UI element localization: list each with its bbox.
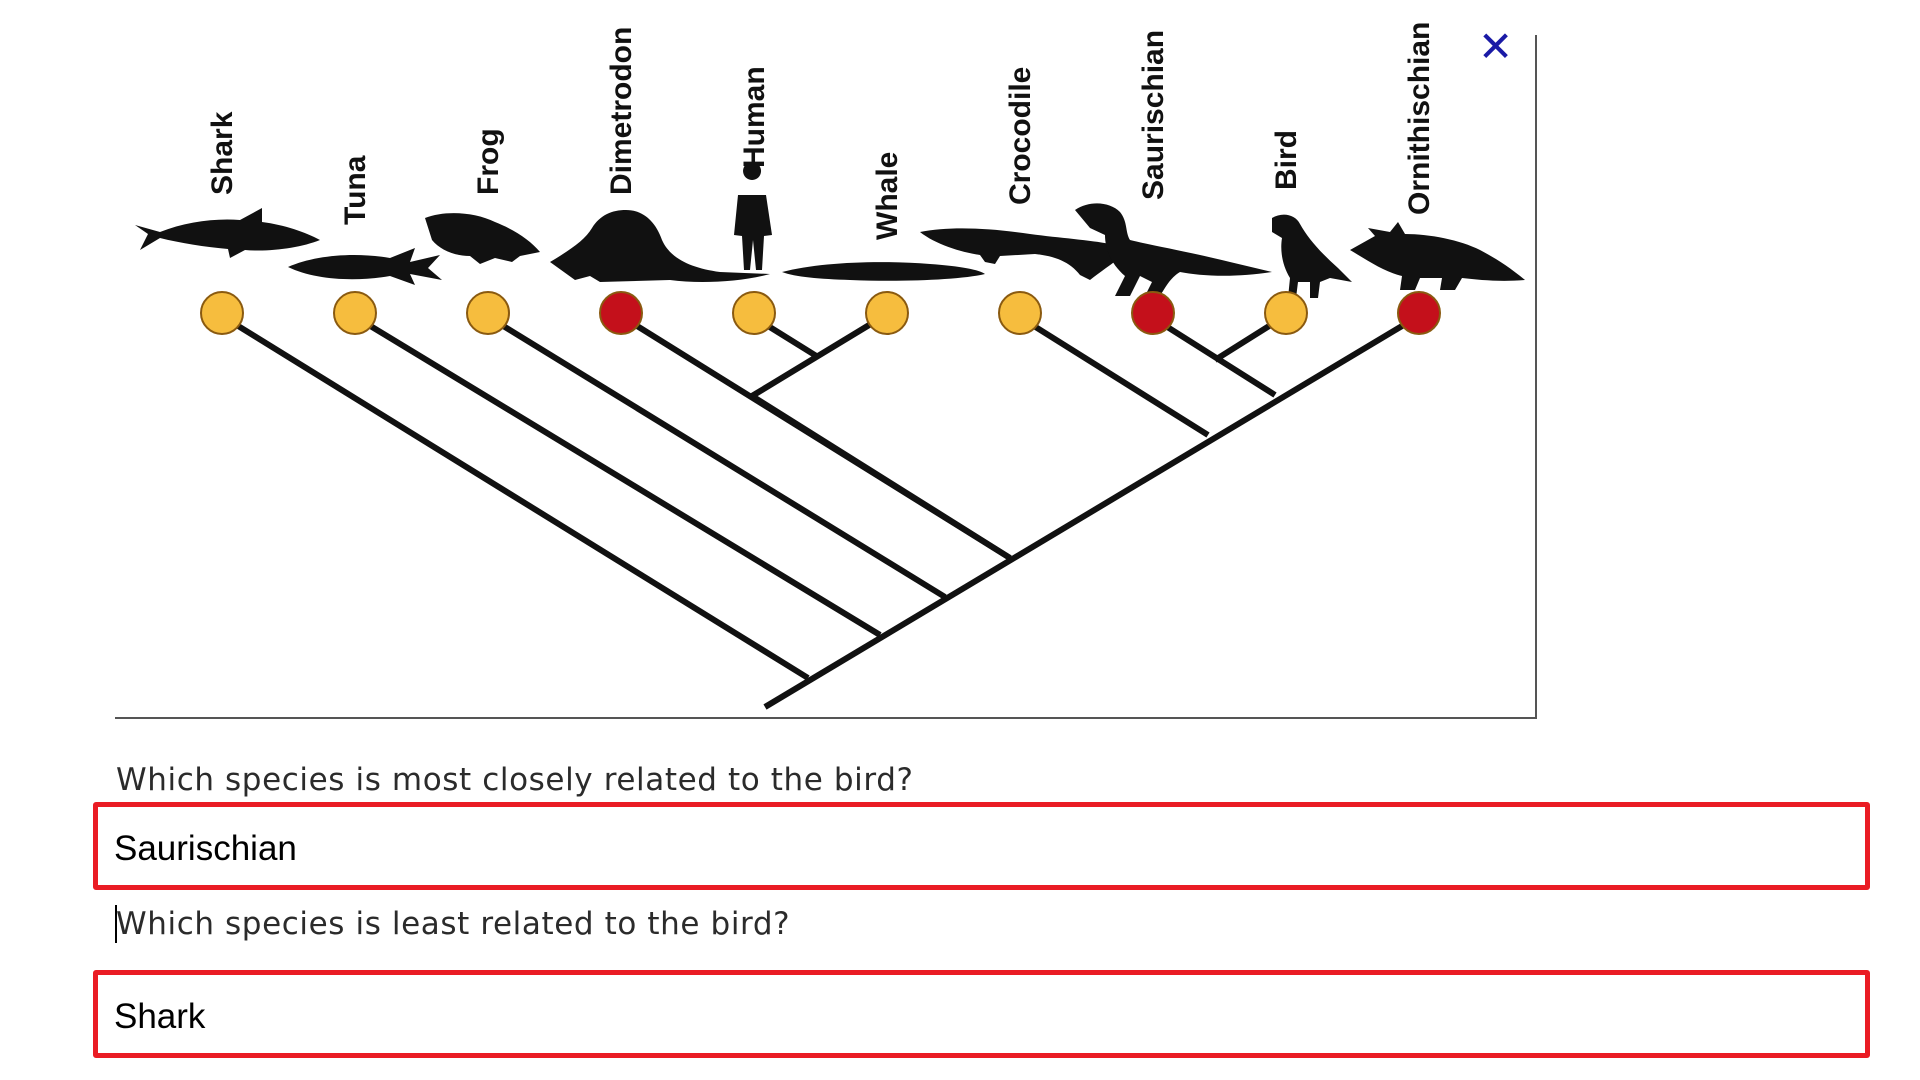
branch-tuna (352, 313, 882, 638)
frog-icon (425, 213, 540, 264)
tuna-icon (288, 248, 442, 285)
animal-silhouettes (135, 162, 1525, 298)
label-tuna: Tuna (339, 155, 372, 225)
text-cursor (115, 905, 117, 943)
cladogram-branches (220, 313, 1414, 710)
label-saurischian: Saurischian (1137, 30, 1170, 200)
answer-2-text: Shark (114, 997, 206, 1036)
shark-icon (135, 208, 320, 258)
answer-1-text: Saurischian (114, 829, 297, 868)
question-1-prompt: Which species is most closely related to… (116, 762, 914, 798)
label-shark: Shark (206, 111, 239, 195)
branch-frog (485, 313, 947, 600)
whale-icon (782, 262, 985, 281)
node-dimetrodon (599, 291, 643, 335)
trunk-line (763, 317, 1414, 710)
dimetrodon-icon (550, 210, 770, 282)
human-icon (734, 162, 772, 270)
node-human (732, 291, 776, 335)
label-frog: Frog (472, 128, 505, 195)
branch-whale (750, 313, 886, 399)
label-ornithischian: Ornithischian (1403, 22, 1436, 215)
answer-2-field[interactable]: Shark (93, 970, 1870, 1058)
label-crocodile: Crocodile (1004, 67, 1037, 205)
label-whale: Whale (871, 152, 904, 240)
node-whale (865, 291, 909, 335)
node-saurischian (1131, 291, 1175, 335)
branch-crocodile (1016, 313, 1210, 438)
cladogram-nodes (200, 291, 1441, 335)
node-bird (1264, 291, 1308, 335)
node-ornithischian (1397, 291, 1441, 335)
branch-shark (220, 313, 810, 681)
node-frog (466, 291, 510, 335)
answer-1-field[interactable]: Saurischian (93, 802, 1870, 890)
saurischian-icon (1075, 203, 1272, 296)
question-2-prompt: Which species is least related to the bi… (116, 906, 791, 942)
branch-saurischian (1148, 313, 1277, 398)
crocodile-icon (920, 228, 1130, 280)
ornithischian-icon (1350, 222, 1525, 290)
node-crocodile (998, 291, 1042, 335)
close-icon[interactable]: ✕ (1478, 22, 1514, 71)
label-human: Human (738, 66, 771, 168)
node-tuna (333, 291, 377, 335)
node-shark (200, 291, 244, 335)
branch-mammals (750, 393, 1012, 561)
label-bird: Bird (1270, 130, 1303, 190)
label-dimetrodon: Dimetrodon (605, 27, 638, 195)
bird-icon (1272, 214, 1352, 298)
